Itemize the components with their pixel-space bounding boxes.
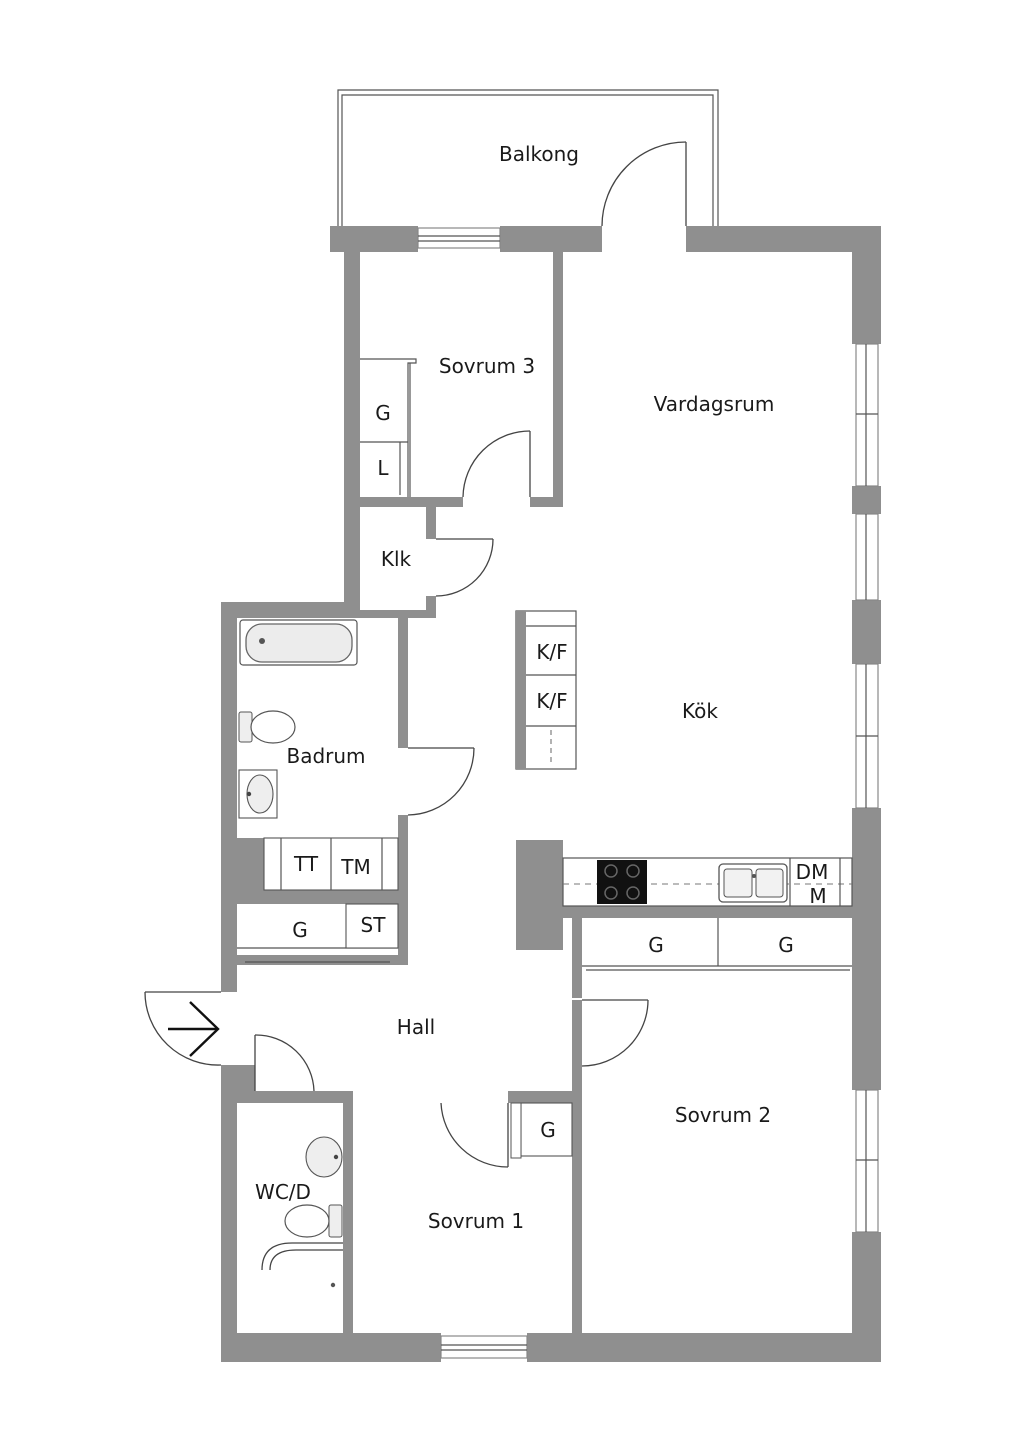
interior-walls — [237, 252, 852, 1333]
room-hall: Hall — [397, 1015, 435, 1039]
label-linen-l: L — [377, 456, 389, 480]
wc-toilet-icon — [284, 1204, 343, 1238]
sink-icon — [238, 769, 278, 819]
fridge-freezer-column — [515, 610, 577, 770]
kitchen-sink-icon — [718, 863, 788, 903]
room-balkong: Balkong — [499, 142, 579, 166]
room-vardagsrum: Vardagsrum — [654, 392, 775, 416]
windows — [417, 227, 879, 1359]
outer-walls — [221, 226, 881, 1362]
room-sovrum-1: Sovrum 1 — [428, 1209, 524, 1233]
label-washer-tm: TM — [340, 855, 370, 879]
label-microwave-m: M — [809, 884, 826, 908]
room-kok: Kök — [682, 699, 718, 723]
label-fridge-freezer-1: K/F — [536, 640, 567, 664]
wardrobe-sovrum3 — [360, 358, 417, 497]
room-sovrum-3: Sovrum 3 — [439, 354, 535, 378]
doors — [144, 141, 687, 1168]
label-wardrobe-g-hall: G — [292, 918, 308, 942]
kitchen-wardrobes — [582, 918, 852, 971]
room-klk: Klk — [381, 547, 412, 571]
wc-sink-icon — [305, 1136, 343, 1178]
balcony-outline — [337, 89, 719, 226]
hall-storage — [237, 903, 399, 963]
label-wardrobe-g-1: G — [648, 933, 664, 957]
label-wardrobe-g-sovrum1: G — [540, 1118, 556, 1142]
wardrobe-sovrum1 — [510, 1102, 573, 1159]
stove-icon — [597, 860, 647, 904]
label-dishwasher-dm: DM — [796, 860, 829, 884]
entrance-arrow-icon — [168, 1001, 220, 1057]
label-fridge-freezer-2: K/F — [536, 689, 567, 713]
room-sovrum-2: Sovrum 2 — [675, 1103, 771, 1127]
shower-icon — [261, 1242, 343, 1288]
label-wardrobe-g-sovrum3: G — [375, 401, 391, 425]
laundry-boxes — [263, 837, 399, 891]
toilet-icon — [238, 710, 296, 744]
label-storage-st: ST — [361, 913, 387, 937]
label-wardrobe-g-2: G — [778, 933, 794, 957]
bathtub-icon — [239, 619, 358, 666]
room-wc-d: WC/D — [255, 1180, 311, 1204]
room-badrum: Badrum — [286, 744, 365, 768]
label-dryer-tt: TT — [293, 852, 319, 876]
